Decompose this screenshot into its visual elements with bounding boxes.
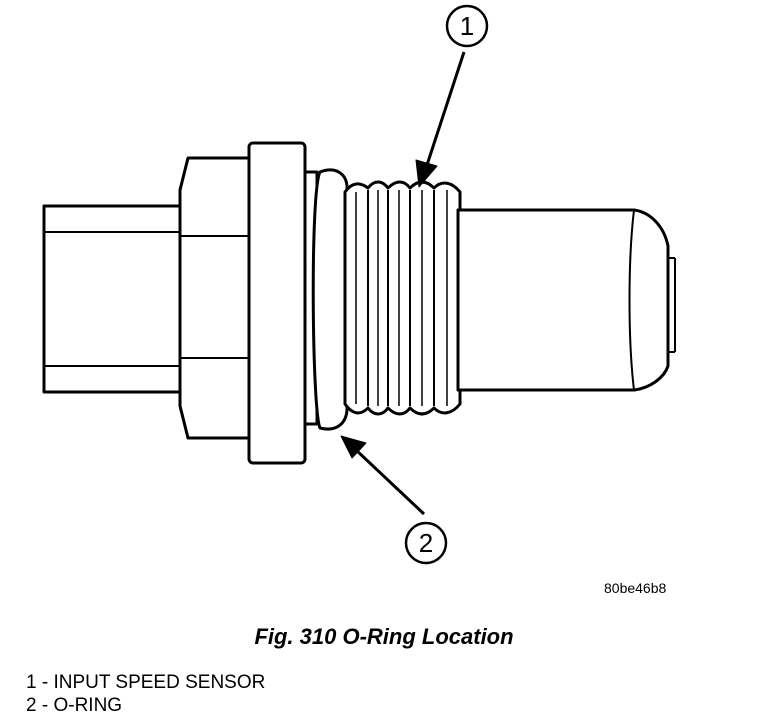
legend-label: INPUT SPEED SENSOR (53, 672, 266, 693)
legend: 1 - INPUT SPEED SENSOR 2 - O-RING (26, 671, 265, 717)
legend-item: 2 - O-RING (26, 694, 265, 717)
leader-arrow-1 (415, 51, 466, 188)
legend-number: 1 (26, 672, 37, 693)
leader-arrow-2 (340, 435, 426, 516)
callout-1-number: 1 (460, 11, 474, 41)
legend-item: 1 - INPUT SPEED SENSOR (26, 671, 265, 694)
o-ring (311, 168, 349, 431)
legend-label: O-RING (53, 695, 123, 716)
connector-plug (42, 204, 186, 394)
figure-caption: Fig. 310 O-Ring Location (254, 624, 514, 649)
callout-2-number: 2 (419, 528, 433, 558)
image-code: 80be46b8 (604, 580, 667, 596)
sensor-diagram: 1 2 (42, 4, 676, 565)
callout-1: 1 (445, 4, 489, 48)
sensor-tip (456, 208, 676, 392)
legend-separator: - (36, 695, 54, 716)
hex-body (178, 156, 254, 440)
legend-separator: - (36, 672, 54, 693)
callout-2: 2 (404, 521, 448, 565)
legend-number: 2 (26, 695, 37, 716)
thread-section (343, 180, 462, 416)
flange (247, 141, 307, 465)
